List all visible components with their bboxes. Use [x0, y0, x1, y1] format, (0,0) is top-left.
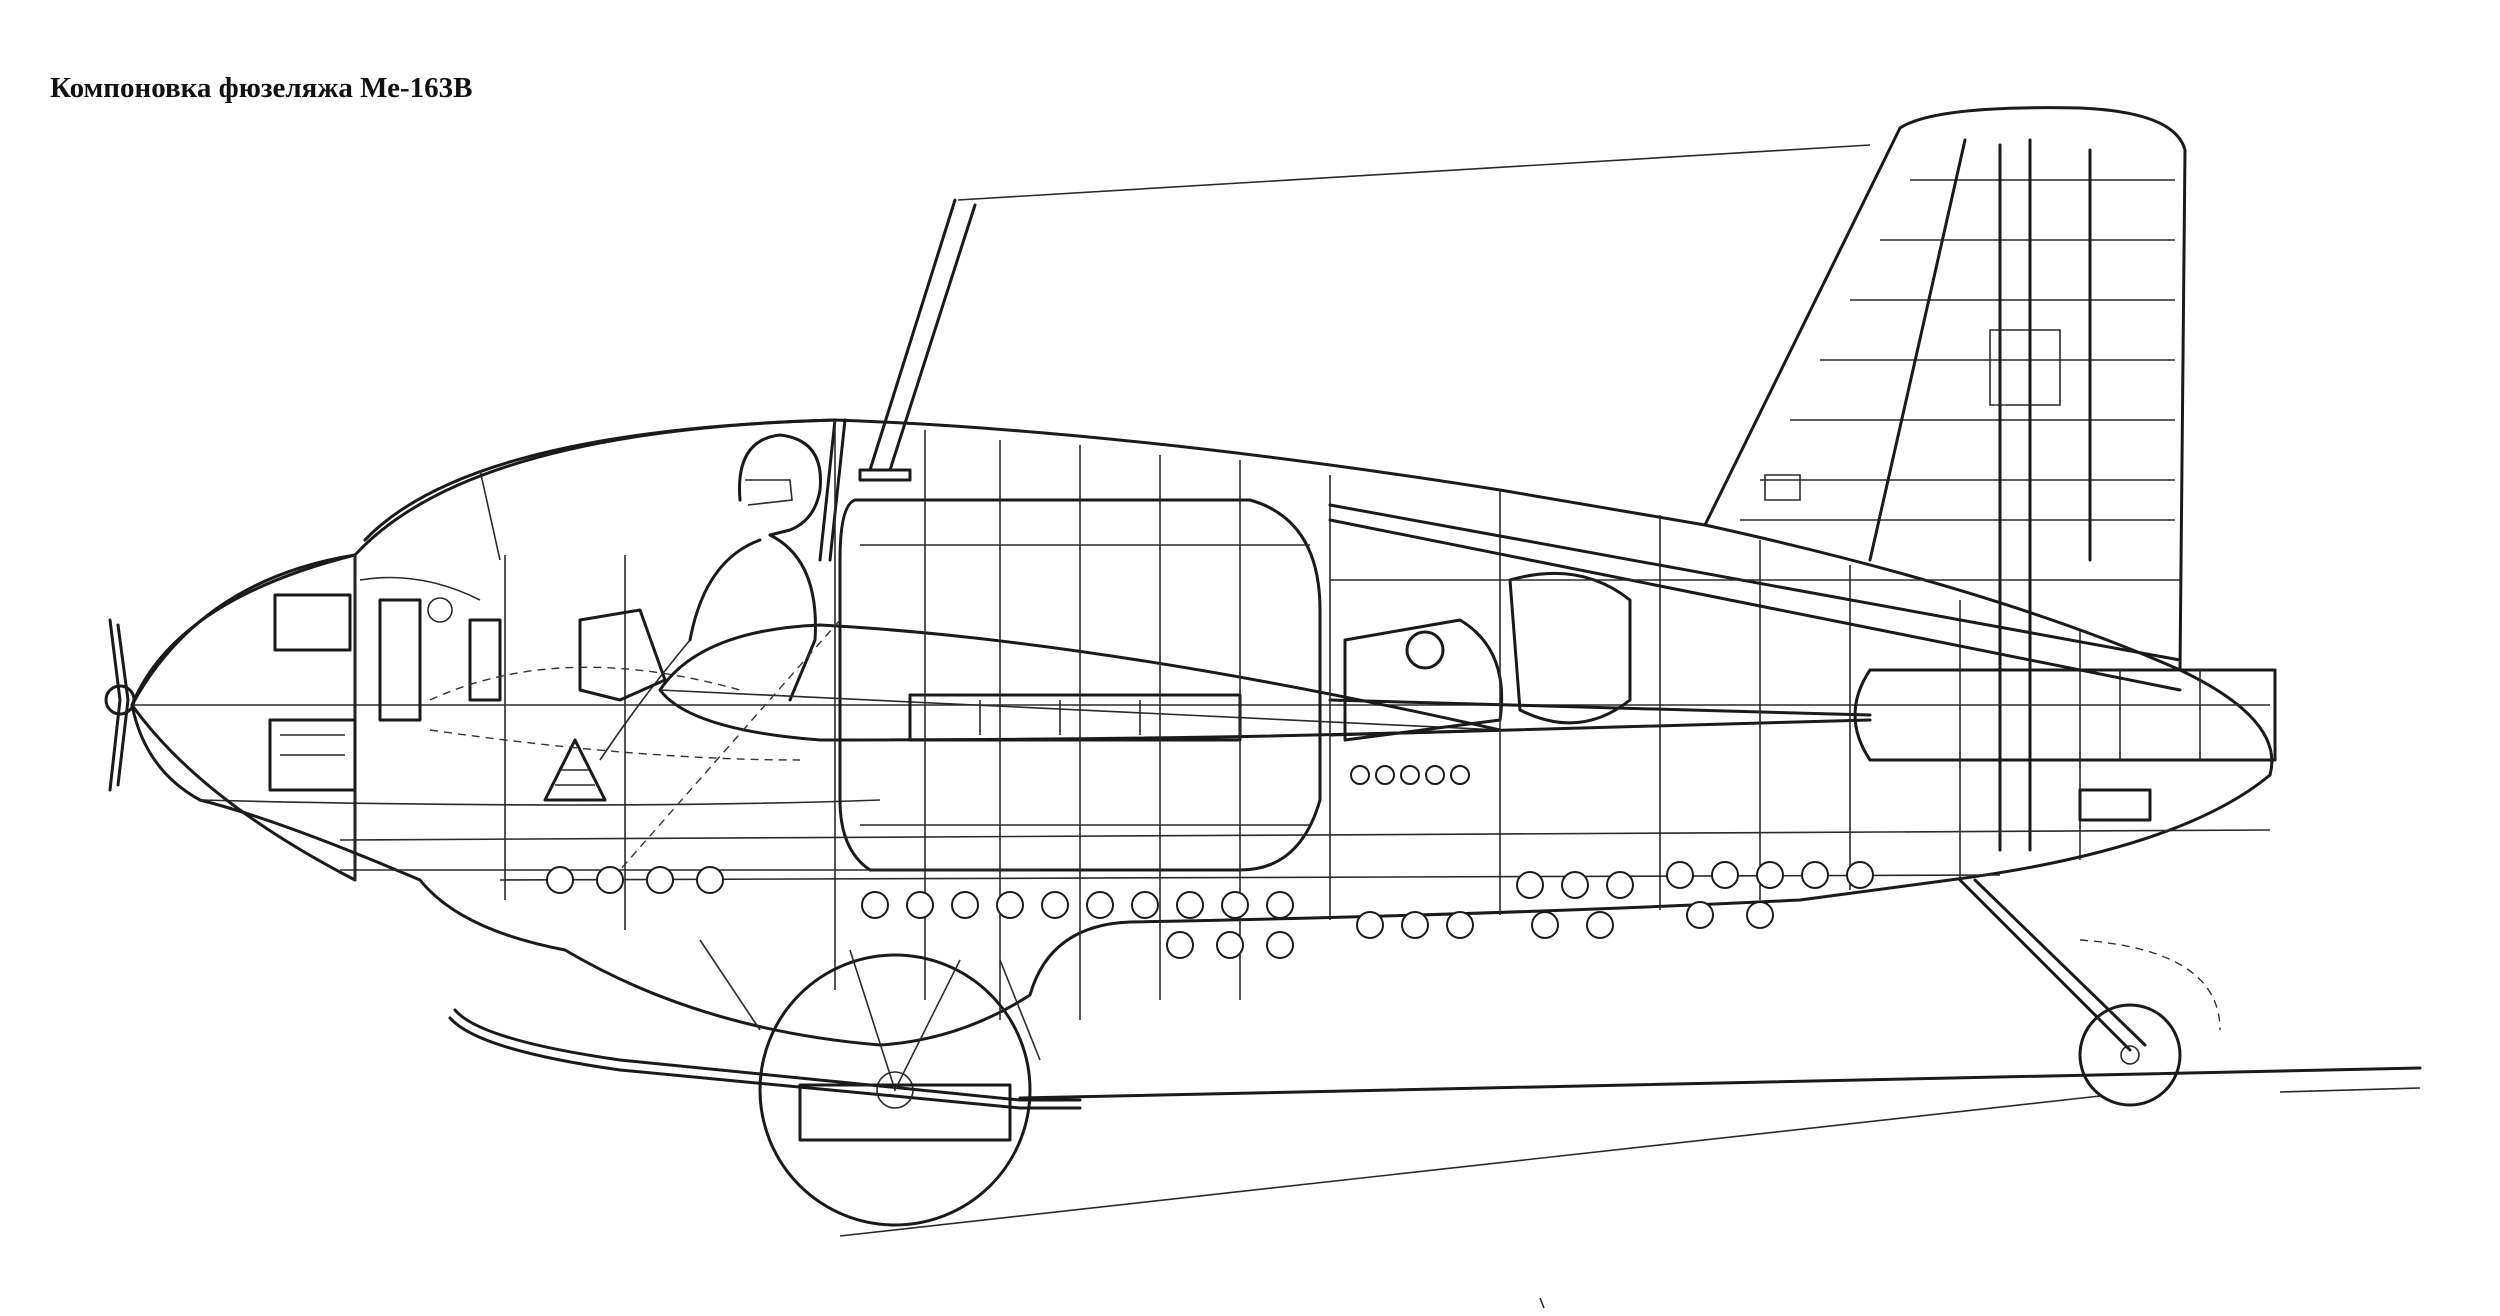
access-ports: [546, 765, 1874, 959]
cockpit-fittings: [429, 619, 841, 871]
nose-equipment: [268, 576, 667, 792]
pilot-figure: [599, 433, 822, 761]
turbopump: [1343, 571, 1632, 742]
main-wheel-dolly: [699, 939, 1041, 1227]
fuselage-outline: [130, 418, 2274, 1047]
antenna-mast: [858, 144, 1871, 482]
tail-fin: [1703, 106, 2187, 852]
tail-wheel: [1958, 788, 2221, 1107]
longerons: [339, 503, 2271, 881]
rocket-engine: [1328, 668, 2277, 762]
page-title: Компоновка фюзеляжа Ме-163В: [50, 72, 473, 104]
landing-skid: [448, 1008, 1082, 1110]
fuel-tank: [838, 498, 1322, 872]
print-mark: [1539, 1297, 1545, 1309]
cannon-tube: [908, 693, 1242, 742]
nose-propeller: [104, 553, 357, 882]
ground-line: [839, 1066, 2422, 1237]
